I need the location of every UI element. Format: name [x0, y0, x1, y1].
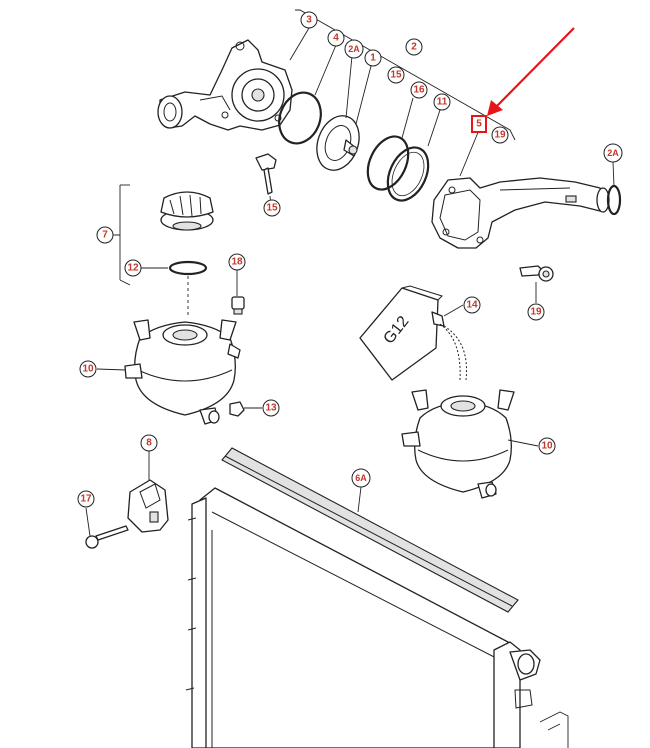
- callout-label: 1: [370, 53, 376, 64]
- callout-label: 10: [82, 364, 94, 375]
- bolt-19[interactable]: [519, 265, 554, 282]
- callout-label: 11: [437, 97, 448, 108]
- expansion-tank-cap[interactable]: [160, 191, 214, 231]
- callout-label: 15: [266, 203, 278, 214]
- callout-label: 15: [390, 70, 402, 81]
- callout-13[interactable]: 13: [262, 399, 280, 417]
- bolt-17[interactable]: [85, 525, 129, 549]
- callout-19-mid[interactable]: 19: [527, 303, 545, 321]
- cap-seal-ring[interactable]: [168, 260, 208, 276]
- callout-label: 12: [127, 263, 139, 274]
- callout-14[interactable]: 14: [463, 296, 481, 314]
- callout-label: 18: [231, 257, 243, 268]
- callout-1[interactable]: 1: [364, 49, 382, 67]
- o-ring-2a-right[interactable]: [606, 184, 622, 216]
- bleeder-plug-13[interactable]: [229, 401, 245, 417]
- callout-17[interactable]: 17: [77, 490, 95, 508]
- callout-4[interactable]: 4: [327, 29, 345, 47]
- callout-5[interactable]: 5: [471, 115, 487, 133]
- callout-19-top[interactable]: 19: [491, 126, 509, 144]
- callout-15-mid[interactable]: 15: [263, 199, 281, 217]
- callout-label: 13: [265, 403, 277, 414]
- callout-7[interactable]: 7: [96, 226, 114, 244]
- callout-label: 17: [80, 494, 92, 505]
- callout-label: 19: [530, 307, 542, 318]
- rubber-strip[interactable]: [221, 447, 519, 613]
- expansion-tank-left[interactable]: [124, 319, 241, 425]
- callout-18[interactable]: 18: [228, 253, 246, 271]
- callout-2a-right[interactable]: 2A: [603, 143, 623, 163]
- o-ring-4[interactable]: [272, 87, 327, 150]
- callout-label: 10: [541, 441, 553, 452]
- bolt-15[interactable]: [255, 153, 277, 195]
- callout-label: 2A: [607, 148, 619, 158]
- water-pump-housing[interactable]: [157, 39, 293, 131]
- callout-label: 5: [476, 119, 482, 130]
- callout-label: 19: [494, 130, 506, 141]
- thermostat-housing-pipe[interactable]: [431, 177, 610, 249]
- callout-10-left[interactable]: 10: [79, 360, 97, 378]
- callout-10-right[interactable]: 10: [538, 437, 556, 455]
- o-ring-11[interactable]: [380, 141, 436, 207]
- thermostat[interactable]: [310, 110, 367, 176]
- callout-2[interactable]: 2: [405, 38, 423, 56]
- callout-12[interactable]: 12: [124, 259, 142, 277]
- callout-label: 3: [306, 15, 312, 26]
- leader-lines: [85, 27, 615, 537]
- callout-label: 7: [102, 230, 108, 241]
- callout-label: 6A: [355, 473, 367, 483]
- callout-label: 2A: [348, 44, 360, 54]
- o-ring-16[interactable]: [360, 130, 416, 196]
- callout-16[interactable]: 16: [410, 81, 428, 99]
- callout-label: 8: [146, 438, 152, 449]
- callout-8[interactable]: 8: [140, 434, 158, 452]
- coolant-container[interactable]: G12: [359, 285, 445, 381]
- callout-label: 16: [413, 85, 425, 96]
- expansion-tank-right[interactable]: [401, 389, 515, 499]
- bottom-bracket-lines: [539, 711, 569, 748]
- mounting-bracket[interactable]: [127, 479, 169, 533]
- callout-label: 14: [466, 300, 478, 311]
- bleeder-plug-18[interactable]: [231, 296, 245, 315]
- radiator[interactable]: [185, 487, 541, 748]
- callout-label: 2: [411, 42, 417, 53]
- callout-15-top[interactable]: 15: [387, 66, 405, 84]
- selection-arrow: [487, 27, 575, 116]
- callout-label: 4: [333, 33, 339, 44]
- callout-11[interactable]: 11: [433, 93, 451, 111]
- callout-3[interactable]: 3: [300, 11, 318, 29]
- callout-6a[interactable]: 6A: [351, 468, 371, 488]
- coolant-pour-stream: [439, 323, 468, 381]
- callout-2a-top[interactable]: 2A: [344, 39, 364, 59]
